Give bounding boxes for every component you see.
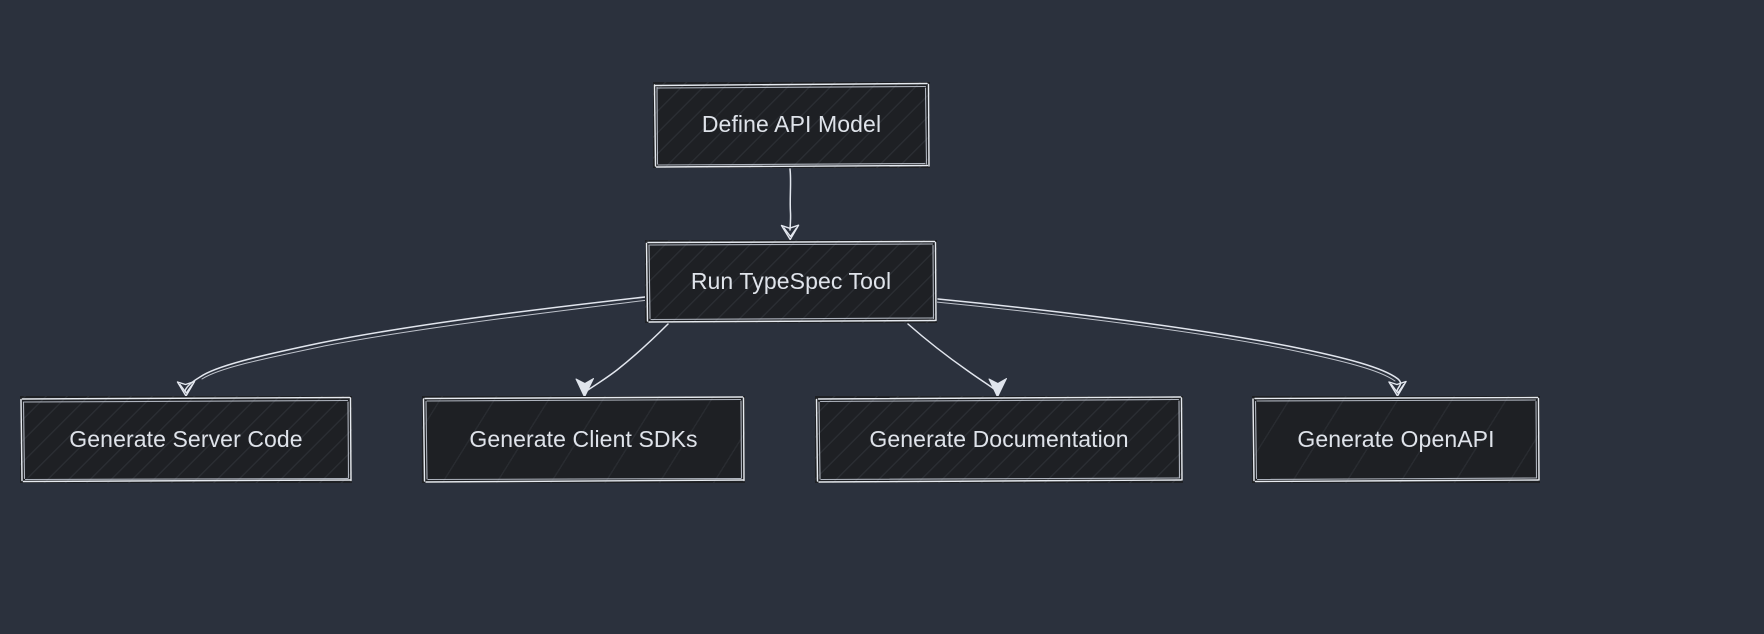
node-label: Run TypeSpec Tool (690, 267, 892, 294)
node-generate-openapi[interactable]: Generate OpenAPI (1252, 396, 1540, 483)
node-run-typespec-tool[interactable]: Run TypeSpec Tool (645, 240, 937, 323)
node-define-api-model[interactable]: Define API Model (653, 82, 930, 168)
node-generate-server-code[interactable]: Generate Server Code (20, 396, 352, 483)
node-label: Generate Documentation (869, 425, 1129, 452)
node-label: Define API Model (701, 111, 882, 138)
node-label: Generate OpenAPI (1297, 425, 1495, 452)
node-label: Generate Server Code (69, 425, 303, 452)
node-label: Generate Client SDKs (469, 425, 698, 452)
node-generate-documentation[interactable]: Generate Documentation (815, 396, 1183, 483)
node-generate-client-sdks[interactable]: Generate Client SDKs (422, 396, 745, 483)
